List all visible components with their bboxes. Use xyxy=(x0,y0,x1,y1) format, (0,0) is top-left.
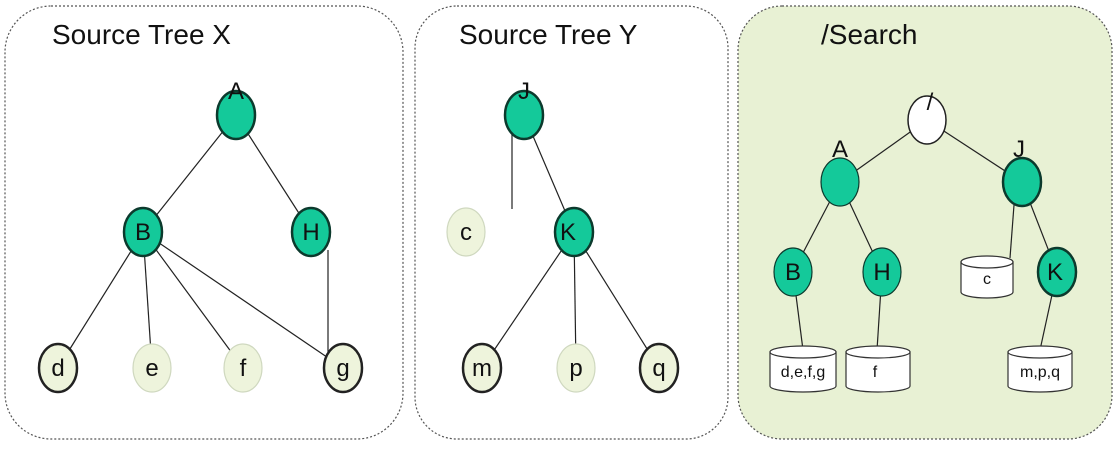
node-label: g xyxy=(336,355,349,382)
panel-frame xyxy=(737,5,1113,440)
node-label: f xyxy=(240,355,247,382)
node-label: K xyxy=(1047,259,1063,286)
node-b: B xyxy=(122,206,164,258)
store-label: d,e,f,g xyxy=(781,364,825,381)
panel-title: Source Tree Y xyxy=(459,19,638,50)
edge-k-m xyxy=(481,231,575,369)
node-label: B xyxy=(785,259,801,286)
node-p: p xyxy=(556,343,596,393)
edge-b-g xyxy=(142,231,344,369)
node-g: g xyxy=(322,342,364,394)
panel-source-tree-y: Source Tree Y J c K m p xyxy=(414,5,729,440)
edge-b-d xyxy=(57,231,144,369)
node-a: A xyxy=(215,78,257,141)
node-label: q xyxy=(652,355,665,382)
node-label: H xyxy=(873,259,890,286)
node-j: J xyxy=(1001,136,1043,208)
node-e: e xyxy=(132,343,172,393)
node-h: H xyxy=(290,206,332,258)
store-c: c xyxy=(960,255,1014,299)
node-label: J xyxy=(518,78,530,105)
node-label: A xyxy=(832,136,848,163)
node-h: H xyxy=(862,247,902,297)
panel-source-tree-x: Source Tree X A B H d xyxy=(4,5,404,440)
store-label: c xyxy=(983,271,991,288)
node-label: d xyxy=(51,355,64,382)
node-label: / xyxy=(927,89,934,116)
node-label: c xyxy=(460,219,472,246)
store-label: m,p,q xyxy=(1020,364,1060,381)
store-b: d,e,f,g xyxy=(769,345,837,393)
node-label: B xyxy=(135,219,151,246)
node-root: / xyxy=(907,89,947,145)
node-label: A xyxy=(228,78,244,105)
panel-search: /Search / A J B xyxy=(737,5,1113,440)
node-label: e xyxy=(145,355,158,382)
node-b: B xyxy=(773,247,813,297)
node-a: A xyxy=(820,136,860,207)
node-d: d xyxy=(37,342,79,394)
edge-a-b xyxy=(142,114,237,233)
edge-k-q xyxy=(573,231,660,369)
node-label: J xyxy=(1013,136,1025,163)
node-label: m xyxy=(472,355,492,382)
node-label: K xyxy=(560,219,576,246)
panel-frame xyxy=(4,5,404,440)
panel-title: /Search xyxy=(821,19,918,50)
node-k: K xyxy=(1036,246,1078,298)
store-h: f xyxy=(845,345,911,393)
node-j: J xyxy=(503,78,545,141)
node-label: H xyxy=(302,219,319,246)
edge-b-f xyxy=(142,231,244,369)
node-label: p xyxy=(569,355,582,382)
store-label: f xyxy=(873,364,878,381)
panel-title: Source Tree X xyxy=(52,19,231,50)
node-m: m xyxy=(461,342,503,394)
node-f: f xyxy=(223,343,263,393)
node-k: K xyxy=(553,206,595,258)
edge-j-c xyxy=(1009,204,1015,259)
node-q: q xyxy=(638,342,680,394)
node-c: c xyxy=(446,207,486,257)
store-k: m,p,q xyxy=(1007,345,1073,393)
